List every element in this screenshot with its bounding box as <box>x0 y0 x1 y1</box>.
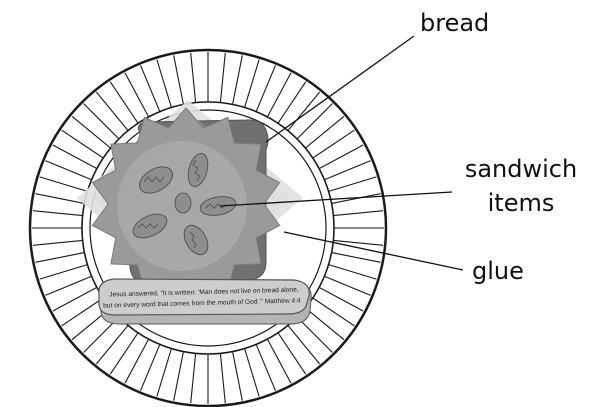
glue-label: glue <box>472 257 524 285</box>
sandwich-label-line-2: items <box>488 189 555 217</box>
sandwich-label-line-1: sandwich <box>465 155 577 183</box>
center-filling <box>175 193 191 213</box>
verse-plaque: Jesus answered, “It is written: ‘Man doe… <box>99 279 311 324</box>
bread-label: bread <box>420 9 489 37</box>
